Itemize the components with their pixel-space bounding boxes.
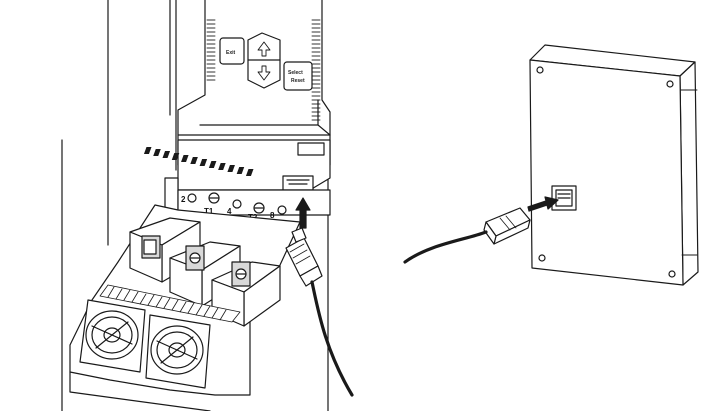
exit-key-label: Exit: [226, 50, 236, 56]
reset-key-label: Reset: [291, 78, 305, 84]
panel-patch-cable: [403, 230, 488, 264]
comm-label-plate: [297, 142, 325, 156]
heatsink-ribs: [99, 284, 241, 323]
vent-grille-left: [206, 19, 216, 81]
arrow-right-icon: [527, 196, 559, 212]
select-reset-key: [283, 61, 313, 91]
power-terminal-strip: [177, 189, 331, 216]
patch-cable: [310, 280, 354, 397]
terminal-label-t1: T1: [204, 207, 214, 216]
terminal-slots: [143, 147, 254, 176]
panel-face: [529, 59, 684, 286]
panel-mount-holes: [536, 66, 676, 278]
terminal-label-2: 2: [181, 195, 186, 204]
fan-icon: [79, 299, 146, 373]
drive-unit: Exit Select Reset: [61, 0, 354, 412]
terminal-label-4: 4: [227, 207, 232, 216]
rj45-connector-icon: [285, 227, 323, 287]
tray-front-edge: [69, 371, 211, 412]
wall-panel-unit: [403, 44, 699, 286]
fan-icon: [145, 314, 211, 389]
terminal-label-8: 8: [270, 211, 275, 220]
insert-arrow-up: [295, 197, 311, 229]
exit-key: [219, 37, 245, 65]
vent-grille-right: [311, 19, 321, 121]
keypad: Exit Select Reset: [219, 32, 313, 91]
arrow-up-icon: [257, 41, 271, 57]
drive-rj45-port: [282, 175, 314, 191]
rj45-connector-icon: [483, 207, 531, 245]
panel-rj45-socket: [551, 185, 577, 211]
terminal-screws: [187, 192, 287, 215]
arrow-down-icon: [257, 65, 271, 81]
select-key-label: Select: [288, 70, 303, 76]
